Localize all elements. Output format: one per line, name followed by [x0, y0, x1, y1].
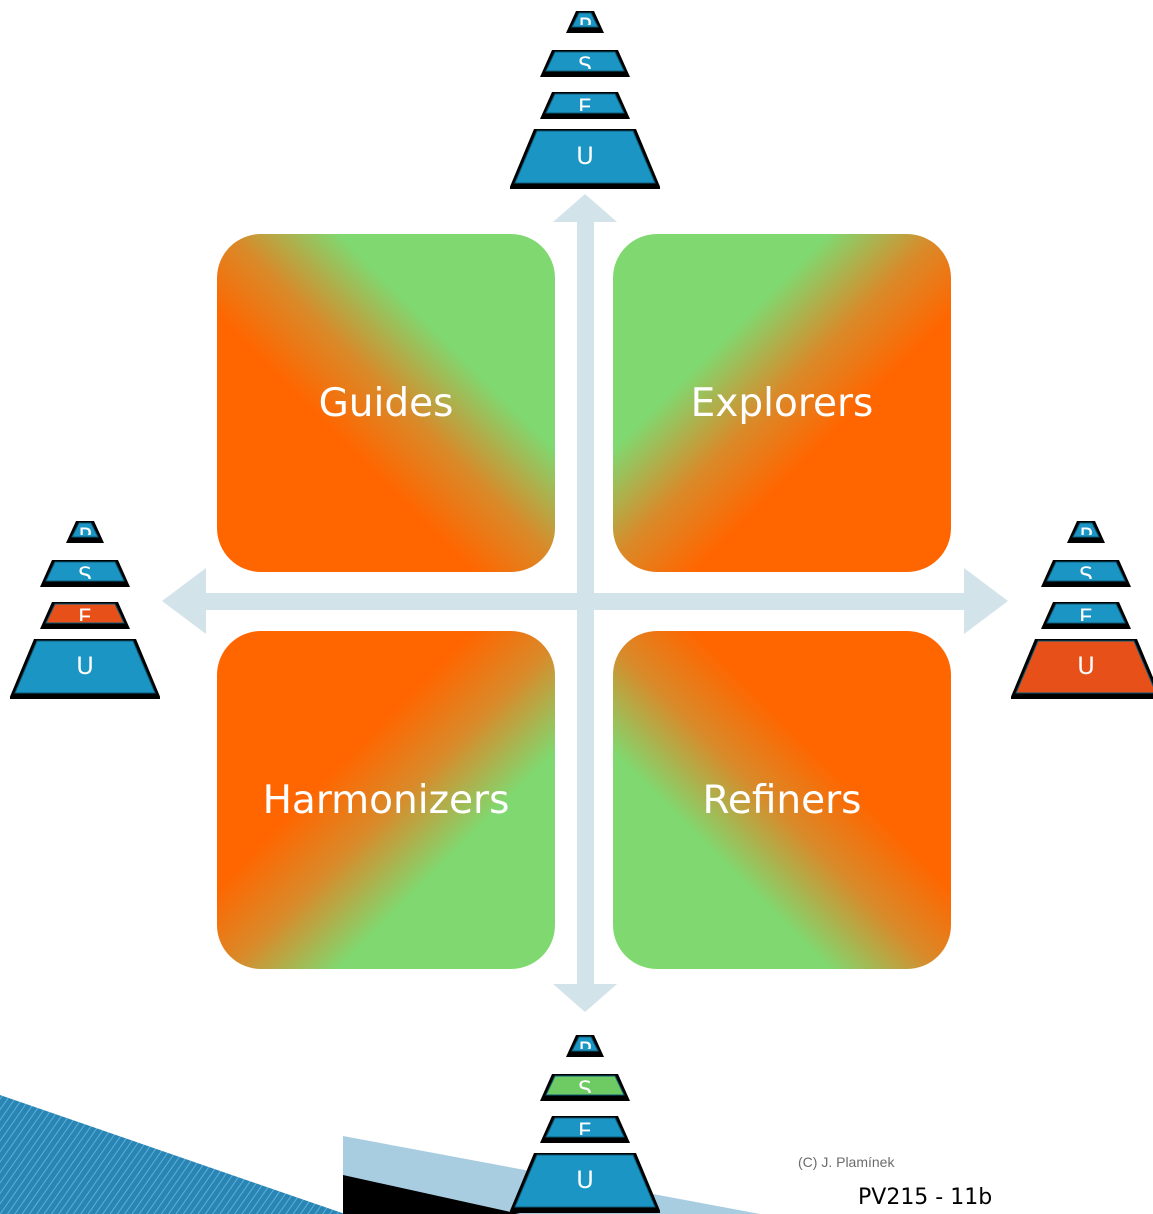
pyramid-label-e: E — [578, 96, 592, 111]
arrow-up — [553, 194, 617, 222]
pyramid-shape — [510, 11, 660, 189]
pyramid-tier-e — [45, 603, 125, 624]
pyramid-label-u: U — [576, 142, 594, 170]
pyramid-tier-e — [545, 1117, 625, 1138]
arrow-right — [964, 568, 1008, 634]
pyramid-label-p: P — [510, 1039, 660, 1049]
pyramid-label-s: S — [1079, 564, 1093, 579]
pyramid-tier-s — [545, 1075, 625, 1096]
quadrant-guides: Guides — [217, 234, 555, 572]
pyramid-bottom: P S E U — [510, 1029, 660, 1214]
pyramid-top: P S E U — [510, 5, 660, 190]
pyramid-tier-p — [1072, 522, 1100, 538]
pyramid-label-p: P — [10, 525, 160, 535]
pyramid-label-u: U — [1077, 652, 1095, 680]
horizontal-axis — [205, 593, 965, 610]
pyramid-shape — [10, 521, 160, 699]
pyramid-tier-s — [45, 561, 125, 582]
stripe-hatched — [0, 1095, 345, 1214]
pyramid-label-u: U — [76, 652, 94, 680]
pyramid-tier-p — [571, 1036, 599, 1052]
pyramid-tier-u — [514, 1154, 656, 1208]
pyramid-shape — [510, 1035, 660, 1213]
pyramid-label-u: U — [576, 1166, 594, 1194]
pyramid-tier-u — [14, 640, 156, 694]
slide-id: PV215 - 11b — [858, 1185, 993, 1210]
pyramid-label-s: S — [78, 564, 92, 579]
pyramid-tier-p — [571, 12, 599, 28]
pyramid-right: P S E U — [1011, 515, 1153, 700]
quadrant-harmonizers: Harmonizers — [217, 631, 555, 969]
stripe-dark-band — [343, 1175, 520, 1214]
arrow-down — [553, 984, 617, 1012]
pyramid-tier-p — [71, 522, 99, 538]
pyramid-label-e: E — [578, 1120, 592, 1135]
pyramid-tier-u — [514, 130, 656, 184]
pyramid-left: P S E U — [10, 515, 160, 700]
arrow-left — [162, 568, 206, 634]
quadrant-guides-label: Guides — [318, 380, 454, 426]
pyramid-tier-e — [545, 93, 625, 114]
pyramid-label-e: E — [78, 606, 92, 621]
pyramid-label-p: P — [1011, 525, 1153, 535]
pyramid-shape — [1011, 521, 1153, 699]
pyramid-label-e: E — [1079, 606, 1093, 621]
quadrant-harmonizers-label: Harmonizers — [262, 777, 510, 823]
pyramid-label-p: P — [510, 15, 660, 25]
pyramid-label-s: S — [578, 1078, 592, 1093]
pyramid-tier-s — [1046, 561, 1126, 582]
copyright-text: (C) J. Plamínek — [798, 1154, 895, 1170]
pyramid-tier-s — [545, 51, 625, 72]
quadrant-explorers: Explorers — [613, 234, 951, 572]
quadrant-refiners: Refiners — [613, 631, 951, 969]
quadrant-refiners-label: Refiners — [702, 777, 862, 823]
pyramid-label-s: S — [578, 54, 592, 69]
quadrant-explorers-label: Explorers — [690, 380, 874, 426]
pyramid-tier-u — [1015, 640, 1153, 694]
pyramid-tier-e — [1046, 603, 1126, 624]
